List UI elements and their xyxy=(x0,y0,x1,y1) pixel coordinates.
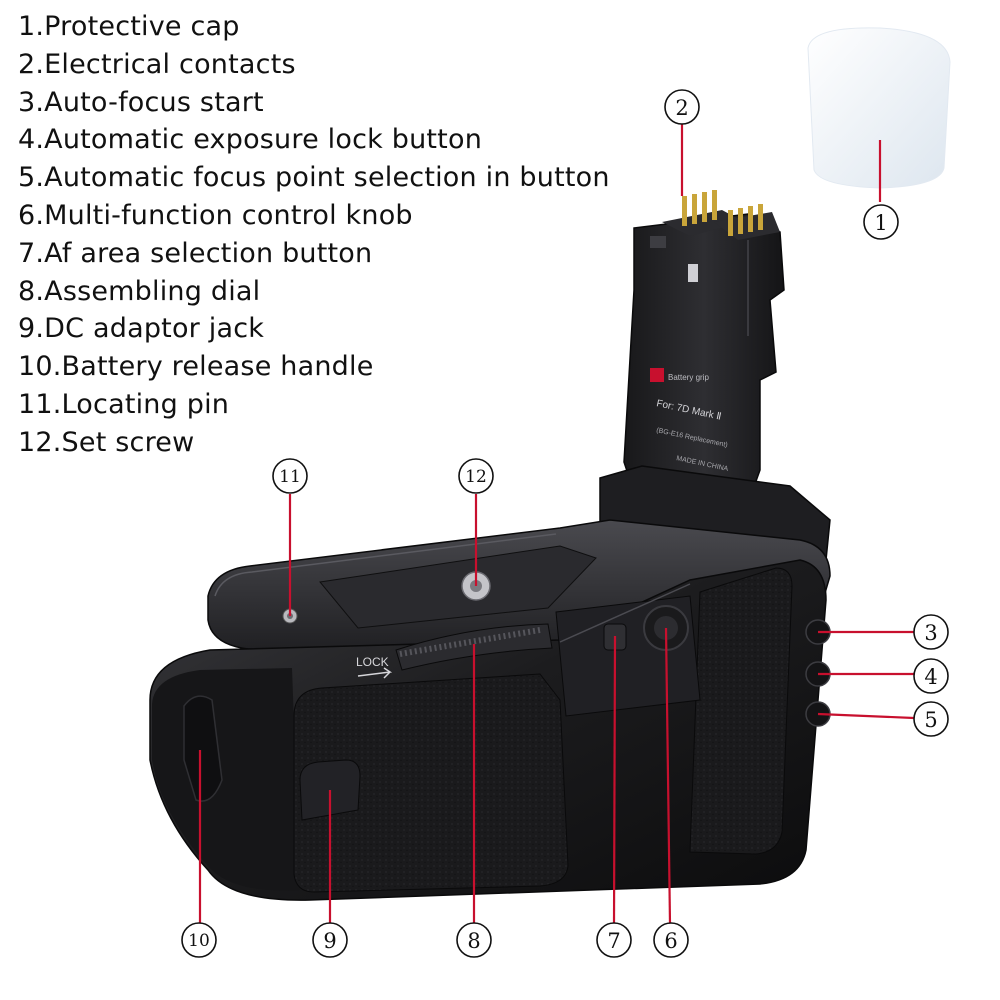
callout-7: 7 xyxy=(596,922,632,958)
protective-cap xyxy=(807,27,951,189)
callout-2: 2 xyxy=(664,89,700,125)
legend-item-12: 12.Set screw xyxy=(18,426,195,458)
leader-6 xyxy=(664,627,672,925)
legend-item-4: 4.Automatic exposure lock button xyxy=(18,124,483,156)
legend-item-7: 7.Af area selection button xyxy=(18,237,373,269)
legend-item-2: 2.Electrical contacts xyxy=(18,48,296,80)
legend-item-1: 1.Protective cap xyxy=(18,11,240,42)
callout-11: 11 xyxy=(272,458,308,494)
svg-text:7: 7 xyxy=(607,929,620,953)
callouts: 1 2 3 4 5 6 7 8 9 10 11 12 xyxy=(181,89,949,958)
svg-text:3: 3 xyxy=(924,621,937,645)
leader-5 xyxy=(817,712,915,720)
svg-text:12: 12 xyxy=(465,467,487,487)
legend-item-3: 3.Auto-focus start xyxy=(18,86,264,118)
callout-5: 5 xyxy=(913,701,949,737)
electrical-contacts xyxy=(682,190,763,236)
callout-1: 1 xyxy=(863,204,899,240)
callout-3: 3 xyxy=(913,614,949,650)
svg-text:11: 11 xyxy=(279,467,301,487)
legend-item-11: 11.Locating pin xyxy=(18,388,230,420)
svg-text:2: 2 xyxy=(675,96,688,120)
callout-10: 10 xyxy=(181,922,217,958)
svg-text:4: 4 xyxy=(924,665,937,689)
battery-tower: Battery grip For: 7D Mark Ⅱ (BG-E16 Repl… xyxy=(623,190,785,521)
callout-9: 9 xyxy=(312,922,348,958)
sticker-line-1: Battery grip xyxy=(668,373,709,382)
callout-8: 8 xyxy=(456,922,492,958)
lock-label: LOCK xyxy=(356,655,389,669)
svg-text:6: 6 xyxy=(664,929,677,953)
legend-item-6: 6.Multi-function control knob xyxy=(18,199,413,231)
svg-text:9: 9 xyxy=(323,929,336,953)
grip-body xyxy=(149,465,831,901)
callout-12: 12 xyxy=(458,458,494,494)
legend-item-9: 9.DC adaptor jack xyxy=(18,313,265,345)
svg-text:1: 1 xyxy=(874,211,887,235)
legend-item-5: 5.Automatic focus point selection in but… xyxy=(18,162,610,194)
leader-lines xyxy=(198,124,915,925)
leader-7 xyxy=(612,635,617,925)
legend-item-8: 8.Assembling dial xyxy=(18,275,261,307)
parts-legend: 1.Protective cap 2.Electrical contacts 3… xyxy=(18,8,610,462)
callout-4: 4 xyxy=(913,658,949,694)
svg-text:8: 8 xyxy=(467,929,480,953)
legend-item-10: 10.Battery release handle xyxy=(18,351,374,383)
svg-text:10: 10 xyxy=(188,931,210,951)
callout-6: 6 xyxy=(653,922,689,958)
svg-text:5: 5 xyxy=(924,708,937,732)
